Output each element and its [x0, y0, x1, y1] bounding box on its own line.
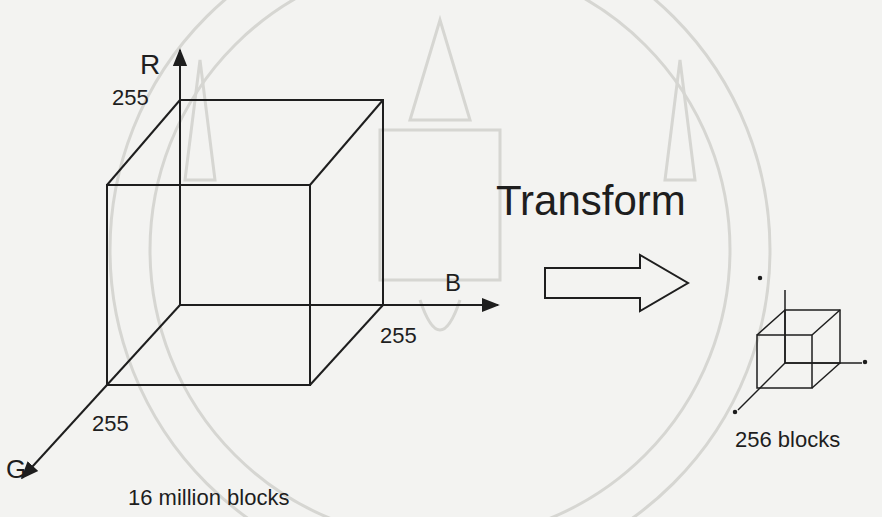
cube-front-face: [107, 185, 310, 385]
watermark-seal: [110, 0, 770, 517]
g-axis: [22, 305, 180, 478]
transform-arrow: [545, 255, 688, 311]
axis-name: G: [6, 455, 26, 484]
axis-max-value: 255: [380, 324, 417, 348]
cube-back-face: [180, 100, 383, 305]
block-count: 256 blocks: [735, 428, 840, 452]
rgb-cube: [22, 50, 498, 478]
axis-name: R: [140, 50, 160, 81]
axis-max-value: 255: [92, 412, 129, 436]
axis-max-value: 255: [112, 86, 149, 110]
transform-label: Transform: [496, 178, 686, 224]
axis-name: B: [445, 270, 461, 296]
block-count: 16 million blocks: [128, 486, 289, 510]
small-cube: [734, 277, 867, 414]
